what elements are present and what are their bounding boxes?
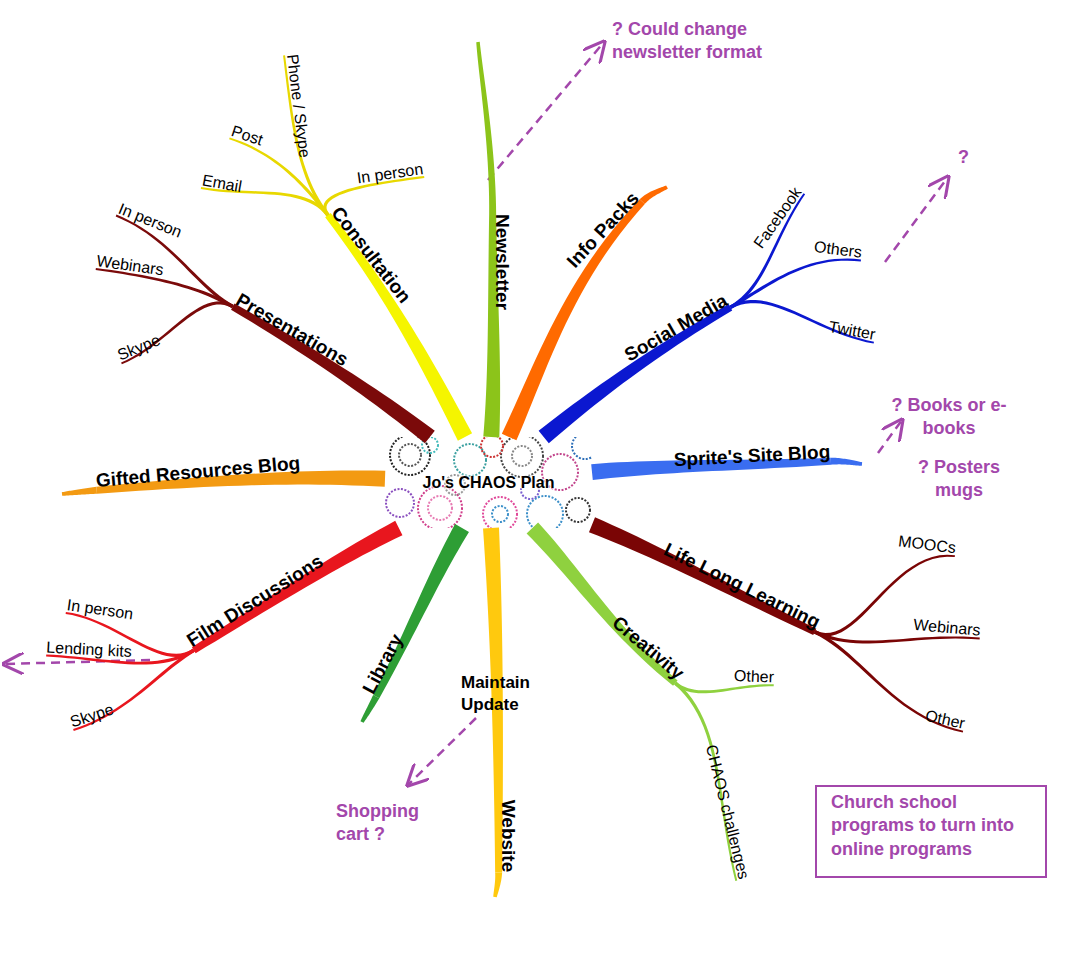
node-text: Newsletter xyxy=(491,214,513,310)
node-text: Others xyxy=(813,238,863,262)
sub-topic: In person xyxy=(356,160,425,187)
sub-branch-line xyxy=(229,137,329,216)
collage-circle xyxy=(492,506,508,522)
node-text: Lending kits xyxy=(46,639,132,662)
collage-circle xyxy=(399,444,421,466)
node-text: Skype xyxy=(115,331,163,365)
node-text: Info Packs xyxy=(563,188,644,272)
branch-topic: Film Discussions xyxy=(183,550,327,651)
collage-circle xyxy=(566,498,590,522)
sub-topic: Webinars xyxy=(913,616,982,640)
branch-tail xyxy=(476,42,496,214)
branch-tail xyxy=(62,487,97,496)
dashed-arrow xyxy=(488,42,604,180)
central-image: Jo's CHAOS Plan xyxy=(385,437,592,528)
node-text: Life Long Learning xyxy=(660,539,823,634)
dashed-arrow xyxy=(878,420,902,453)
node-text: Consultation xyxy=(327,203,416,308)
node-text: CHAOS challenges xyxy=(701,743,752,881)
sub-topic: Webinars xyxy=(95,252,164,280)
collage-circle xyxy=(483,497,517,528)
sub-topic: Phone / Skype xyxy=(283,53,314,159)
branch-tail xyxy=(640,185,668,204)
collage-circle xyxy=(481,437,503,457)
branch-topic: Newsletter xyxy=(491,214,513,310)
branch-topic: Sprite's Site Blog xyxy=(673,441,830,471)
note-text: ? xyxy=(958,146,982,169)
branch-band xyxy=(502,199,645,440)
sub-topic: Email xyxy=(201,171,244,196)
node-text: Other xyxy=(924,707,967,733)
sub-topic: Lending kits xyxy=(46,639,132,662)
node-text: Sprite's Site Blog xyxy=(673,441,830,471)
branch-tail xyxy=(831,458,862,466)
dashed-arrows xyxy=(4,42,948,785)
node-text: Creativity xyxy=(608,612,688,684)
branch-tail xyxy=(493,873,502,898)
node-text: Website xyxy=(497,800,519,873)
dashed-arrow xyxy=(885,177,948,262)
branch-topic: Creativity xyxy=(608,612,688,684)
collage-circle xyxy=(512,446,532,466)
sub-topic: MOOCs xyxy=(897,532,957,557)
node-text: Twitter xyxy=(827,318,877,344)
branch-topic: Life Long Learning xyxy=(660,539,823,634)
node-text: Phone / Skype xyxy=(283,53,314,159)
sub-topic: Twitter xyxy=(827,318,877,344)
collage-circle xyxy=(501,437,543,477)
collage-circle xyxy=(386,489,414,517)
branch-band xyxy=(539,304,733,443)
note-text: Shopping cart ? xyxy=(336,800,446,847)
sub-topic: Skype xyxy=(115,331,163,365)
node-text: Webinars xyxy=(95,252,164,280)
sub-topic: Others xyxy=(813,238,863,262)
node-text: Presentations xyxy=(232,289,352,371)
collage-circle xyxy=(527,496,563,528)
node-text: MOOCs xyxy=(897,532,957,557)
note-box: Church school programs to turn into onli… xyxy=(815,785,1047,878)
note-text: Maintain Update xyxy=(461,672,551,716)
dashed-arrow xyxy=(408,718,476,785)
collage-background xyxy=(385,437,592,528)
node-text: Post xyxy=(229,122,265,149)
sub-topic: CHAOS challenges xyxy=(701,743,752,881)
sub-topic: Post xyxy=(229,122,265,149)
collage-circle xyxy=(572,437,592,459)
node-text: Skype xyxy=(68,700,116,731)
node-text: Webinars xyxy=(913,616,982,640)
node-text: Jo's CHAOS Plan xyxy=(423,474,555,492)
branch-topic: Social Media xyxy=(621,290,732,366)
sub-topic: In person xyxy=(66,596,135,623)
branch-topic: Info Packs xyxy=(563,188,644,272)
branch-topic: Consultation xyxy=(327,203,416,308)
branch-topic: Presentations xyxy=(232,289,352,371)
node-text: Social Media xyxy=(621,290,732,366)
sub-topic: Other xyxy=(734,667,775,687)
branch-tail xyxy=(360,695,379,723)
node-text: Church school programs to turn into onli… xyxy=(831,791,1031,861)
sub-topic: Other xyxy=(924,707,967,733)
note-text: ? Could change newsletter format xyxy=(612,18,812,65)
collage-circle xyxy=(418,486,462,528)
collage-circle xyxy=(390,437,430,475)
sub-topic: Skype xyxy=(68,700,116,731)
circle-collage xyxy=(386,437,592,528)
node-text: In person xyxy=(356,160,425,187)
collage-circle xyxy=(428,496,452,520)
node-text: Film Discussions xyxy=(183,550,327,651)
node-text: Email xyxy=(201,171,244,196)
node-text: Other xyxy=(734,667,775,687)
node-text: In person xyxy=(66,596,135,623)
branch-band xyxy=(325,213,472,441)
note-text: ? Books or e-books xyxy=(890,394,1008,441)
branch-topic: Website xyxy=(497,800,519,873)
note-text: ? Posters mugs xyxy=(905,456,1013,503)
